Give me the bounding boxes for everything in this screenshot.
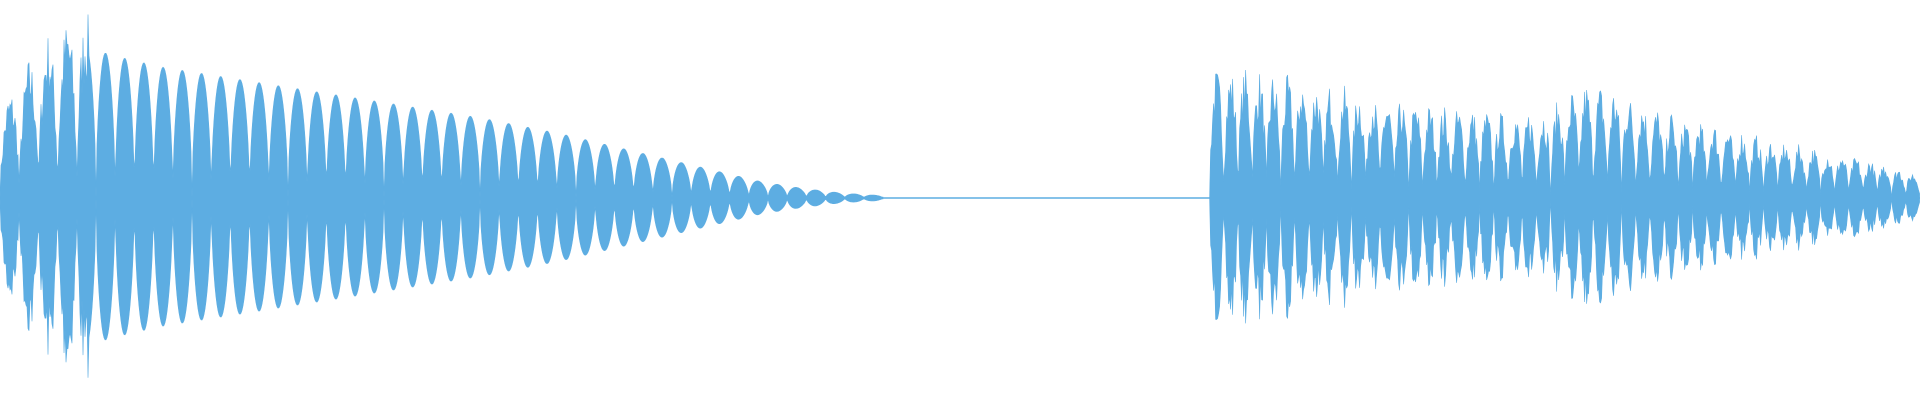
waveform-burst-2	[1209, 69, 1920, 324]
waveform-burst-1	[0, 14, 884, 378]
